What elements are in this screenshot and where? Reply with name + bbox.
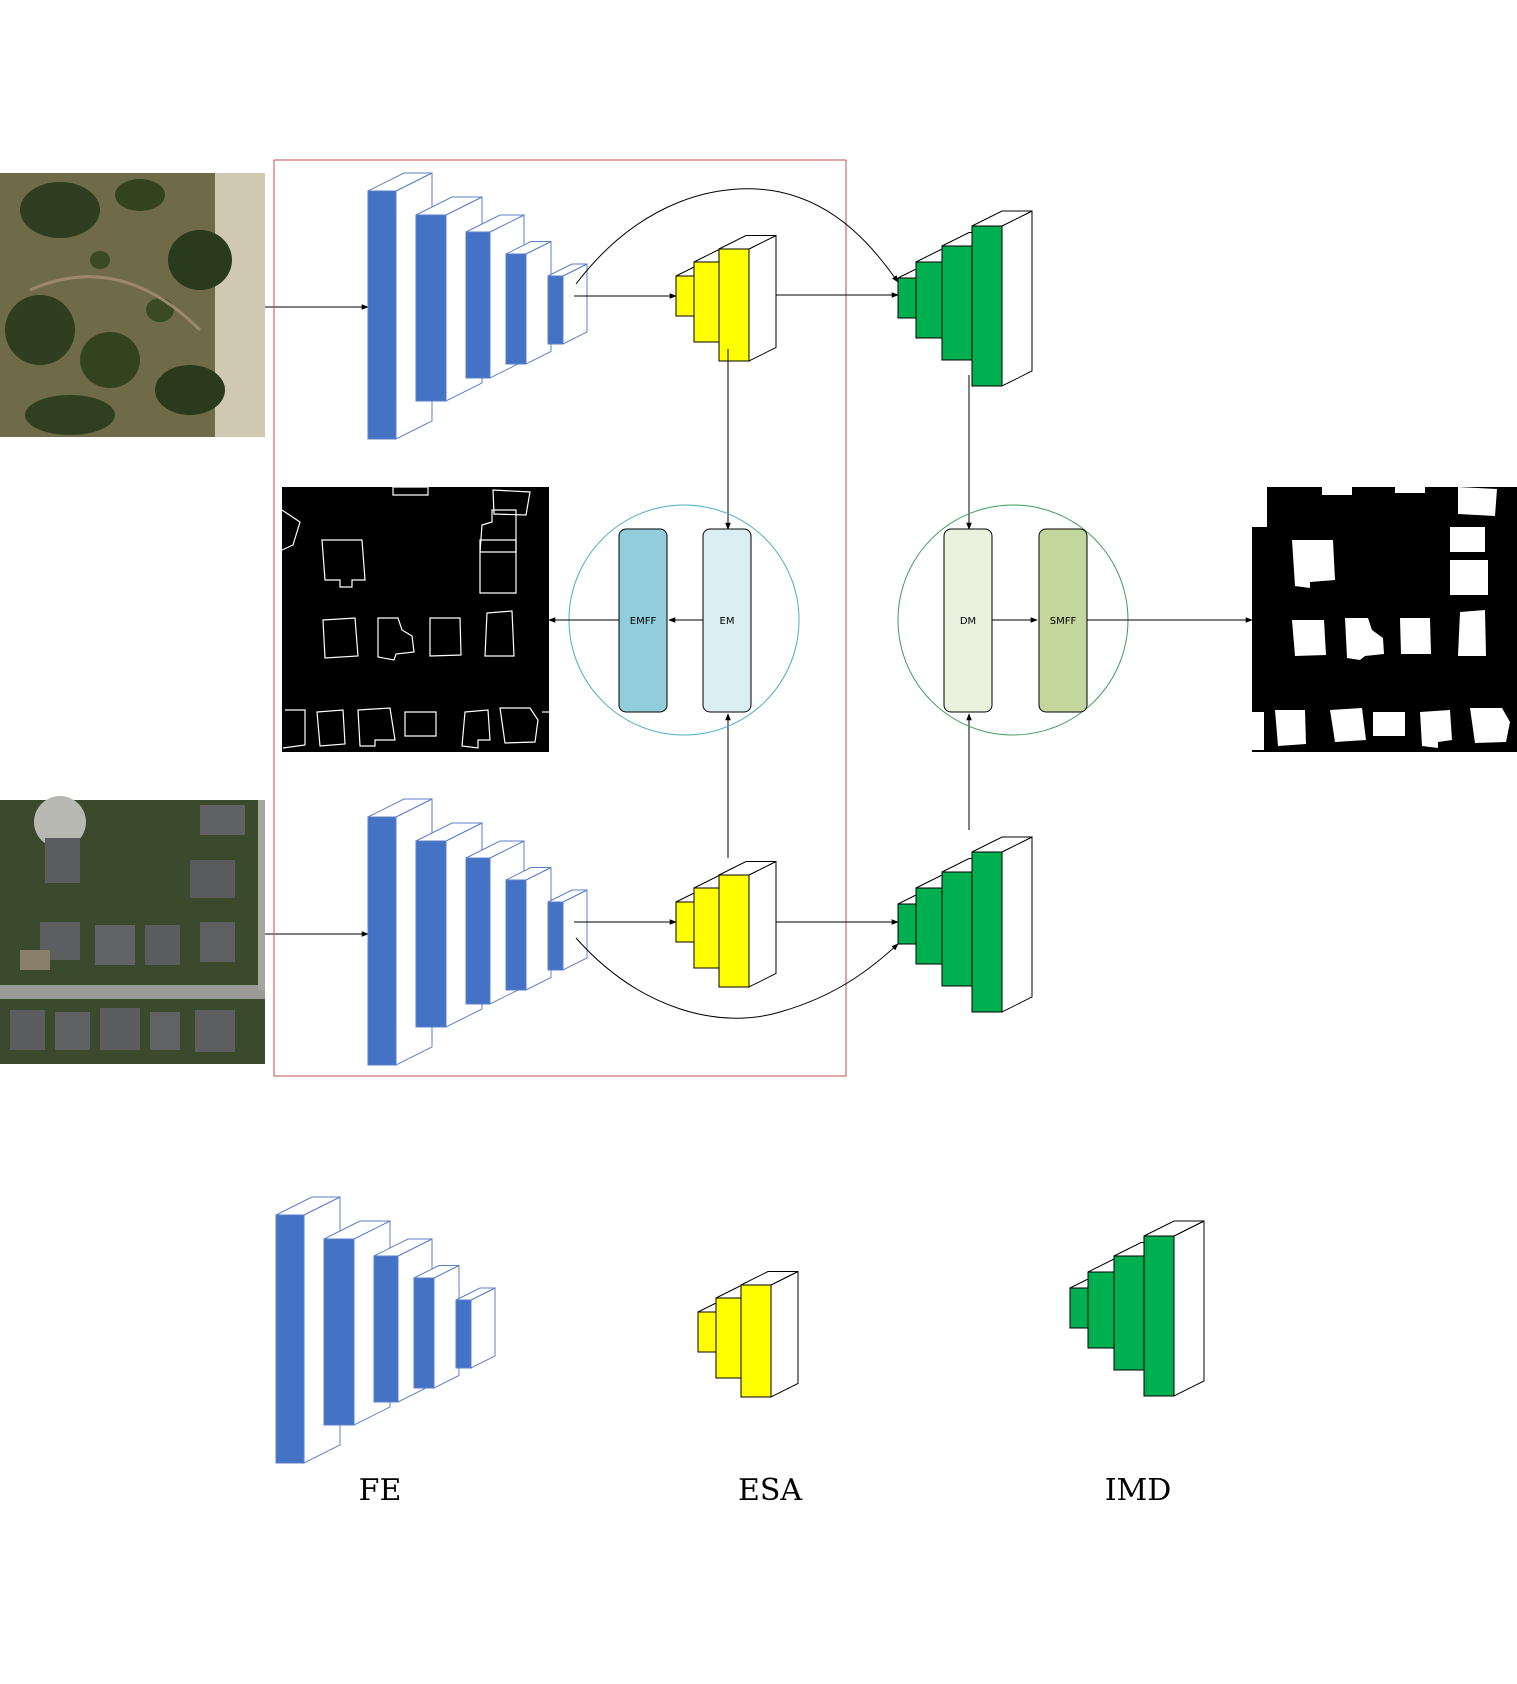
fe-layer — [505, 240, 552, 365]
esa-layer — [718, 860, 777, 988]
fe-block-bottom — [367, 798, 588, 1066]
fe-layer — [505, 866, 552, 991]
esa-legend-block — [697, 1270, 799, 1398]
edge-output-map — [281, 486, 549, 752]
smff-label: SMFF — [1050, 616, 1077, 627]
fe-layer — [547, 889, 588, 971]
esa-block-top — [675, 234, 777, 362]
segmentation-output-map — [1252, 487, 1517, 752]
encoder-frame — [273, 159, 847, 1077]
imd-block-top — [897, 210, 1033, 387]
esa-layer — [740, 1270, 799, 1398]
imd-layer — [971, 836, 1033, 1013]
fe-layer — [455, 1287, 496, 1369]
esa-layer — [718, 234, 777, 362]
em-label: EM — [720, 616, 735, 627]
imd-legend-block — [1069, 1220, 1205, 1397]
esa-block-bottom — [675, 860, 777, 988]
fe-legend-block — [275, 1196, 496, 1464]
imd-layer — [971, 210, 1033, 387]
fe-layer — [413, 1264, 460, 1389]
legend-label-esa: ESA — [738, 1473, 802, 1508]
legend-label-fe: FE — [359, 1473, 402, 1508]
imd-block-bottom — [897, 836, 1033, 1013]
fe-layer — [547, 263, 588, 345]
imd-layer — [1143, 1220, 1205, 1397]
input-image-top — [0, 173, 265, 437]
input-image-bottom — [0, 796, 265, 1064]
emff-label: EMFF — [630, 616, 657, 627]
dm-label: DM — [960, 616, 976, 627]
fe-block-top — [367, 172, 588, 440]
legend-label-imd: IMD — [1105, 1473, 1172, 1508]
